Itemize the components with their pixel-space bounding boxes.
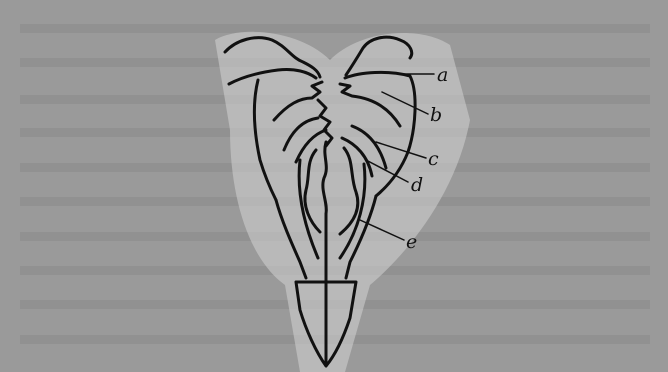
label-d: d bbox=[411, 176, 423, 195]
label-a: a bbox=[437, 66, 448, 85]
label-e: e bbox=[406, 233, 417, 252]
label-b: b bbox=[430, 106, 442, 125]
drawing-paper-area bbox=[215, 32, 470, 372]
label-c: c bbox=[428, 150, 439, 169]
